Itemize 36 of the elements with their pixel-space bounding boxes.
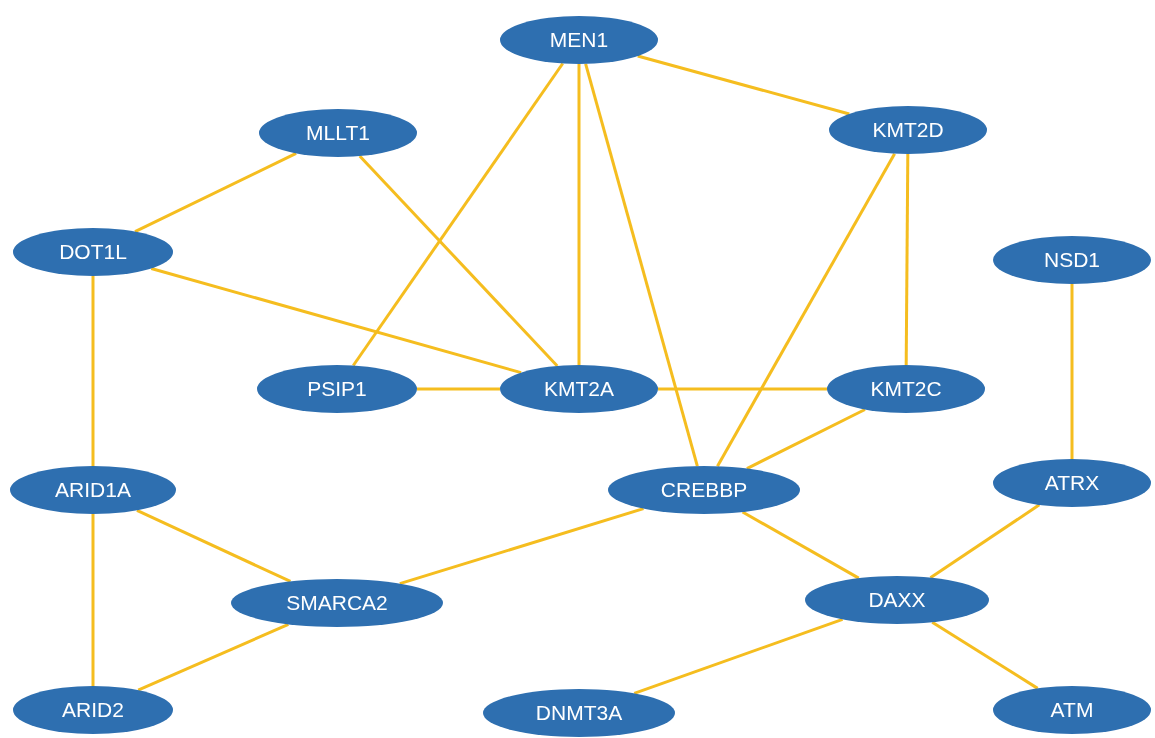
connector-line: [137, 622, 289, 692]
connector-line: [358, 155, 559, 367]
connector-line: [91, 514, 95, 686]
connector-line: [417, 387, 500, 391]
gene-label: MLLT1: [306, 121, 370, 145]
connector-line: [637, 54, 850, 116]
gene-label: ARID1A: [55, 478, 131, 502]
gene-label: ATM: [1050, 698, 1094, 722]
connector-line: [136, 509, 292, 583]
gene-label: CREBBP: [660, 478, 748, 502]
connector-line: [658, 387, 827, 391]
gene-label: DAXX: [868, 588, 926, 612]
gene-label: SMARCA2: [286, 591, 388, 615]
connector-line: [577, 64, 581, 365]
connector-line: [134, 152, 297, 233]
connector-line: [352, 62, 564, 367]
gene-label: DNMT3A: [535, 701, 623, 725]
gene-label: DOT1L: [59, 240, 127, 264]
connector-line: [584, 63, 699, 467]
connector-line: [929, 503, 1041, 579]
gene-label: KMT2A: [544, 377, 614, 401]
connector-line: [716, 152, 896, 467]
connector-line: [91, 276, 95, 466]
gene-label: MEN1: [549, 28, 609, 52]
connector-line: [746, 408, 866, 470]
gene-label: NSD1: [1044, 248, 1100, 272]
connector-line: [399, 507, 644, 586]
gene-label: KMT2D: [872, 118, 944, 142]
connector-line: [904, 154, 910, 365]
gene-label: KMT2C: [870, 377, 942, 401]
gene-label: PSIP1: [307, 377, 367, 401]
connector-line: [1070, 284, 1074, 459]
connector-line: [633, 617, 844, 695]
gene-label: ATRX: [1044, 471, 1100, 495]
gene-label: ARID2: [62, 698, 124, 722]
connector-line: [150, 267, 522, 375]
